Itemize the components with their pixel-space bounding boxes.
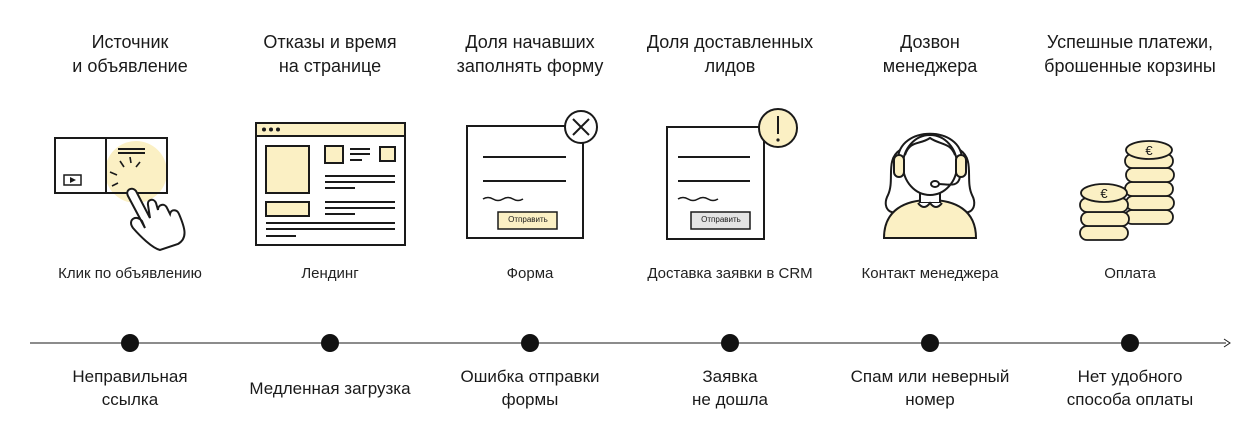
click-ad-icon: [54, 137, 186, 252]
svg-text:€: €: [1100, 186, 1108, 201]
svg-text:€: €: [1145, 143, 1153, 158]
form-submit-button-gray: Отправить: [701, 215, 741, 224]
stage-caption: Форма: [506, 265, 554, 282]
stage-caption: Клик по объявлению: [58, 265, 202, 282]
stage-caption: Лендинг: [301, 265, 359, 282]
stage-problem: Медленная загрузка: [249, 379, 411, 398]
coins-icon: € €: [1079, 140, 1175, 241]
timeline: [30, 334, 1231, 352]
stage-caption: Доставка заявки в CRM: [647, 265, 813, 282]
manager-headset-icon: [882, 132, 978, 239]
form-warning-icon: [666, 108, 798, 240]
form-submit-button: Отправить: [508, 215, 548, 224]
stage-caption: Оплата: [1104, 265, 1156, 282]
stage-title: Успешные платежи,брошенные корзины: [1044, 32, 1216, 76]
form-error-icon: [466, 110, 598, 239]
landing-page-icon: [255, 122, 406, 246]
stage-caption: Контакт менеджера: [861, 265, 999, 282]
